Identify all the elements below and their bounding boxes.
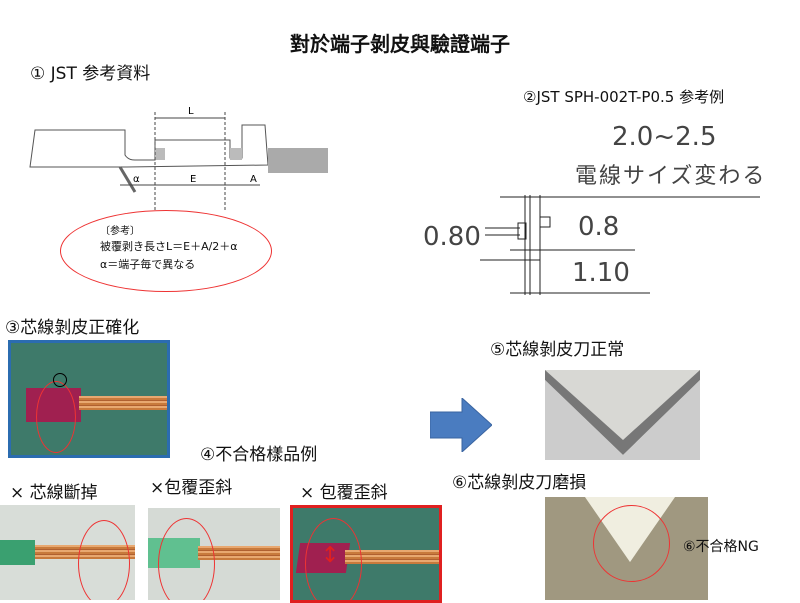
skewed-cover-photo-2: ↕	[290, 505, 442, 603]
page-title: 對於端子剝皮與驗證端子	[290, 32, 510, 56]
wire-note: 電線サイズ変わる	[575, 164, 767, 189]
broken-core-photo	[0, 505, 135, 600]
section6-heading: ⑥芯線剝皮刀磨損	[452, 473, 587, 493]
section4-heading: ④不合格樣品例	[200, 445, 318, 465]
section3-heading: ③芯線剝皮正確化	[5, 318, 140, 338]
defect-label-1: × 芯線斷掉	[10, 483, 98, 503]
ng-label: ⑥不合格NG	[683, 539, 759, 555]
defect-label-2: ×包覆歪斜	[150, 478, 233, 498]
terminal-diagram: L α E A	[29, 106, 328, 210]
dim-1-10: 1.10	[572, 258, 630, 288]
highlight-ellipse	[60, 210, 272, 292]
dim-E: E	[190, 174, 196, 185]
worn-blade-photo	[545, 497, 708, 600]
range-label: 2.0~2.5	[612, 122, 717, 152]
normal-blade-photo	[545, 370, 700, 460]
dim-0-80: 0.80	[423, 222, 481, 252]
dim-0-8: 0.8	[578, 212, 620, 242]
note-title: 〔参考〕	[100, 226, 140, 237]
dim-A: A	[250, 174, 257, 185]
dim-alpha: α	[133, 174, 140, 185]
note-line2: α＝端子毎で異なる	[100, 258, 196, 271]
section1-heading: ① JST 参考資料	[30, 64, 151, 84]
note-line1: 被覆剥き長さL＝E＋A/2＋α	[100, 240, 238, 253]
dim-L: L	[188, 106, 194, 117]
dimension-diagram	[480, 195, 760, 295]
section2-heading: ②JST SPH-002T-P0.5 参考例	[523, 88, 725, 106]
section5-heading: ⑤芯線剝皮刀正常	[490, 340, 625, 360]
defect-label-3: × 包覆歪斜	[300, 483, 388, 503]
correct-strip-photo	[8, 340, 170, 458]
skewed-cover-photo-1	[148, 508, 280, 600]
right-arrow-icon	[430, 398, 492, 452]
